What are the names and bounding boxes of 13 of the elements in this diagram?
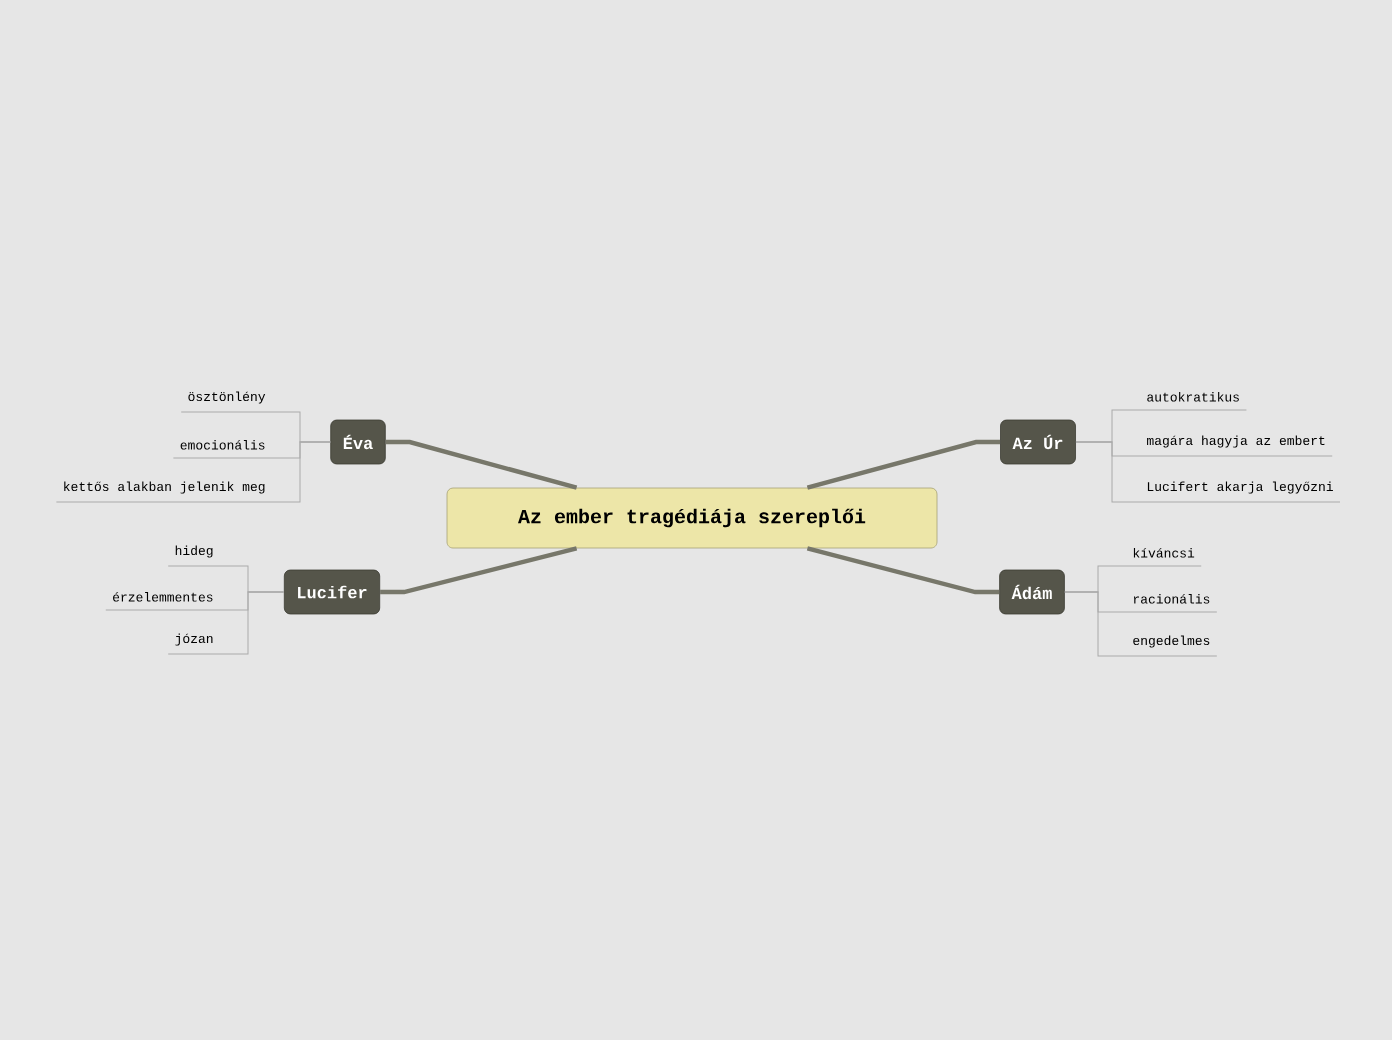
branch-line [806,439,1001,490]
bracket-line [1064,591,1218,657]
branch-line [385,439,578,490]
bracket-line [167,591,285,655]
bracket-line [1075,441,1341,503]
topic-box: Lucifer [283,569,381,615]
central-topic-box: Az ember tragédiája szereplői [446,487,938,549]
branch-line [380,546,578,595]
topic-box: Éva [330,419,386,465]
topic-box: Az Úr [1000,419,1076,465]
topic-box: Ádám [999,569,1065,615]
branch-line [806,546,1000,595]
bracket-line [55,441,331,503]
